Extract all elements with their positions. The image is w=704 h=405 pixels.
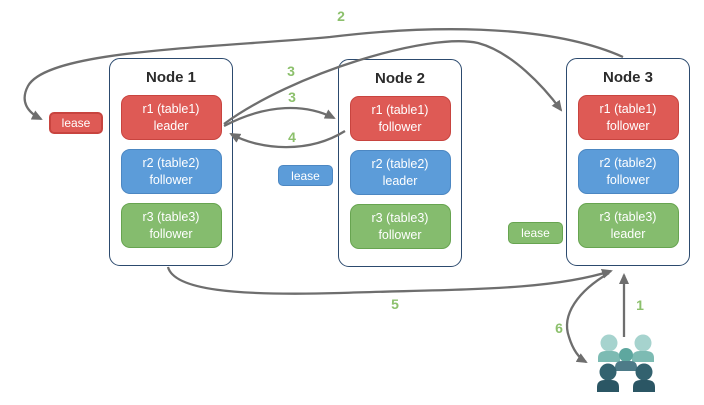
node-2: Node 2 r1 (table1) follower r2 (table2) … xyxy=(338,59,462,267)
replica-role: follower xyxy=(378,227,422,242)
node-3-replica-r2: r2 (table2) follower xyxy=(577,149,679,194)
step-label-3b: 3 xyxy=(288,89,296,105)
replica-role: leader xyxy=(382,173,418,188)
arrow-6-node3-to-client xyxy=(565,272,610,363)
replica-role: follower xyxy=(149,172,193,187)
person-icon xyxy=(632,334,654,362)
replica-role: follower xyxy=(606,172,650,187)
person-icon xyxy=(597,363,619,392)
replica-role: follower xyxy=(606,118,650,133)
person-icon xyxy=(615,348,637,371)
replica-role: follower xyxy=(378,119,422,134)
person-icon xyxy=(633,363,655,392)
step-label-1: 1 xyxy=(636,297,644,313)
node-3-replica-r1: r1 (table1) follower xyxy=(577,95,679,140)
lease-badge-r3: lease xyxy=(508,222,563,244)
node-1: Node 1 r1 (table1) leader r2 (table2) fo… xyxy=(109,58,233,266)
replica-name: r2 (table2) xyxy=(599,156,657,171)
node-3-replica-r3: r3 (table3) leader xyxy=(577,203,679,248)
replica-name: r1 (table1) xyxy=(371,103,429,118)
replica-name: r3 (table3) xyxy=(599,210,657,225)
replica-name: r1 (table1) xyxy=(142,102,200,117)
lease-badge-r2: lease xyxy=(278,165,333,186)
replica-name: r2 (table2) xyxy=(371,157,429,172)
step-label-2: 2 xyxy=(337,8,345,24)
replica-name: r1 (table1) xyxy=(599,102,657,117)
node-1-title: Node 1 xyxy=(145,69,196,86)
step-label-4: 4 xyxy=(288,129,296,145)
node-1-replica-r3: r3 (table3) follower xyxy=(120,203,222,248)
replica-name: r3 (table3) xyxy=(142,210,200,225)
step-label-5: 5 xyxy=(391,296,399,312)
arrow-5-node1-to-node3 xyxy=(166,266,613,295)
replica-name: r3 (table3) xyxy=(371,211,429,226)
users-group-icon xyxy=(597,334,655,392)
node-2-replica-r2: r2 (table2) leader xyxy=(349,150,451,195)
lease-badge-r1: lease xyxy=(49,112,103,134)
step-label-3a: 3 xyxy=(287,63,295,79)
node-3-title: Node 3 xyxy=(602,69,653,86)
node-2-replica-r3: r3 (table3) follower xyxy=(349,204,451,249)
node-1-replica-r1: r1 (table1) leader xyxy=(120,95,222,140)
step-label-6: 6 xyxy=(555,320,563,336)
replica-role: follower xyxy=(149,226,193,241)
arrow-3-node1-to-node2 xyxy=(223,106,336,128)
replica-role: leader xyxy=(610,226,646,241)
node-3: Node 3 r1 (table1) follower r2 (table2) … xyxy=(566,58,690,266)
node-2-title: Node 2 xyxy=(374,70,425,87)
person-icon xyxy=(598,334,620,362)
node-2-replica-r1: r1 (table1) follower xyxy=(349,96,451,141)
node-1-replica-r2: r2 (table2) follower xyxy=(120,149,222,194)
replica-name: r2 (table2) xyxy=(142,156,200,171)
replica-role: leader xyxy=(153,118,189,133)
